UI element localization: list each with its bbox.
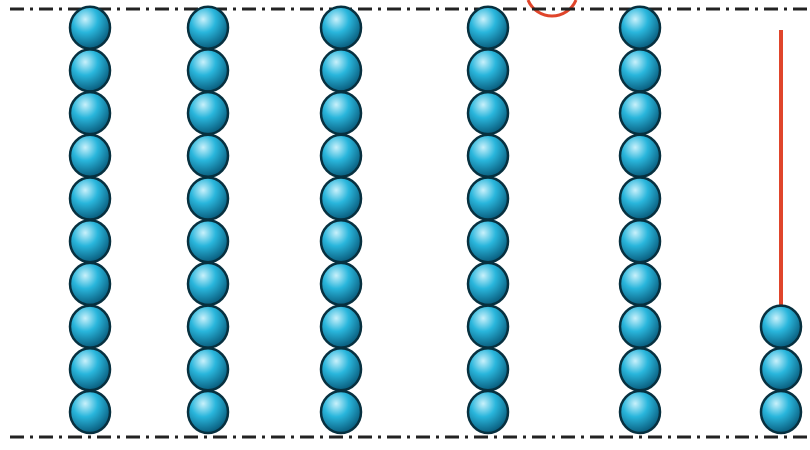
- bead: [620, 7, 660, 49]
- bead: [188, 92, 228, 134]
- bead: [620, 306, 660, 348]
- bead: [70, 7, 110, 49]
- bead: [620, 49, 660, 91]
- bead: [188, 306, 228, 348]
- bead: [468, 263, 508, 305]
- bead: [761, 348, 801, 390]
- bead: [761, 306, 801, 348]
- bead: [321, 135, 361, 177]
- bead: [70, 306, 110, 348]
- bead: [70, 178, 110, 220]
- bead: [188, 348, 228, 390]
- bead: [620, 348, 660, 390]
- bead: [468, 306, 508, 348]
- bead: [321, 391, 361, 433]
- bead: [188, 263, 228, 305]
- bead: [468, 7, 508, 49]
- bead-column-2: [188, 7, 228, 433]
- bead: [70, 49, 110, 91]
- bead: [620, 263, 660, 305]
- bead-column-5: [620, 7, 660, 433]
- bead: [620, 92, 660, 134]
- bead: [468, 135, 508, 177]
- bead: [70, 220, 110, 262]
- bead: [70, 135, 110, 177]
- bead: [321, 7, 361, 49]
- bead: [188, 391, 228, 433]
- bead: [321, 178, 361, 220]
- bead: [620, 220, 660, 262]
- bead-column-4: [468, 7, 508, 433]
- bead: [70, 391, 110, 433]
- bead: [468, 49, 508, 91]
- bead: [620, 135, 660, 177]
- bead: [761, 391, 801, 433]
- bead: [321, 263, 361, 305]
- bead: [188, 7, 228, 49]
- bead: [620, 178, 660, 220]
- bead-column-1: [70, 7, 110, 433]
- bead: [468, 220, 508, 262]
- bead: [70, 348, 110, 390]
- bead: [188, 135, 228, 177]
- bead-column-3: [321, 7, 361, 433]
- bead: [188, 220, 228, 262]
- bead-column-6: [761, 30, 801, 433]
- bead: [468, 92, 508, 134]
- bead: [188, 49, 228, 91]
- bead: [321, 348, 361, 390]
- bead: [321, 49, 361, 91]
- bead: [321, 220, 361, 262]
- bead: [321, 306, 361, 348]
- bead: [468, 348, 508, 390]
- bead: [321, 92, 361, 134]
- bead: [70, 263, 110, 305]
- bead: [468, 178, 508, 220]
- bead: [70, 92, 110, 134]
- bead: [188, 178, 228, 220]
- bead: [620, 391, 660, 433]
- bead: [468, 391, 508, 433]
